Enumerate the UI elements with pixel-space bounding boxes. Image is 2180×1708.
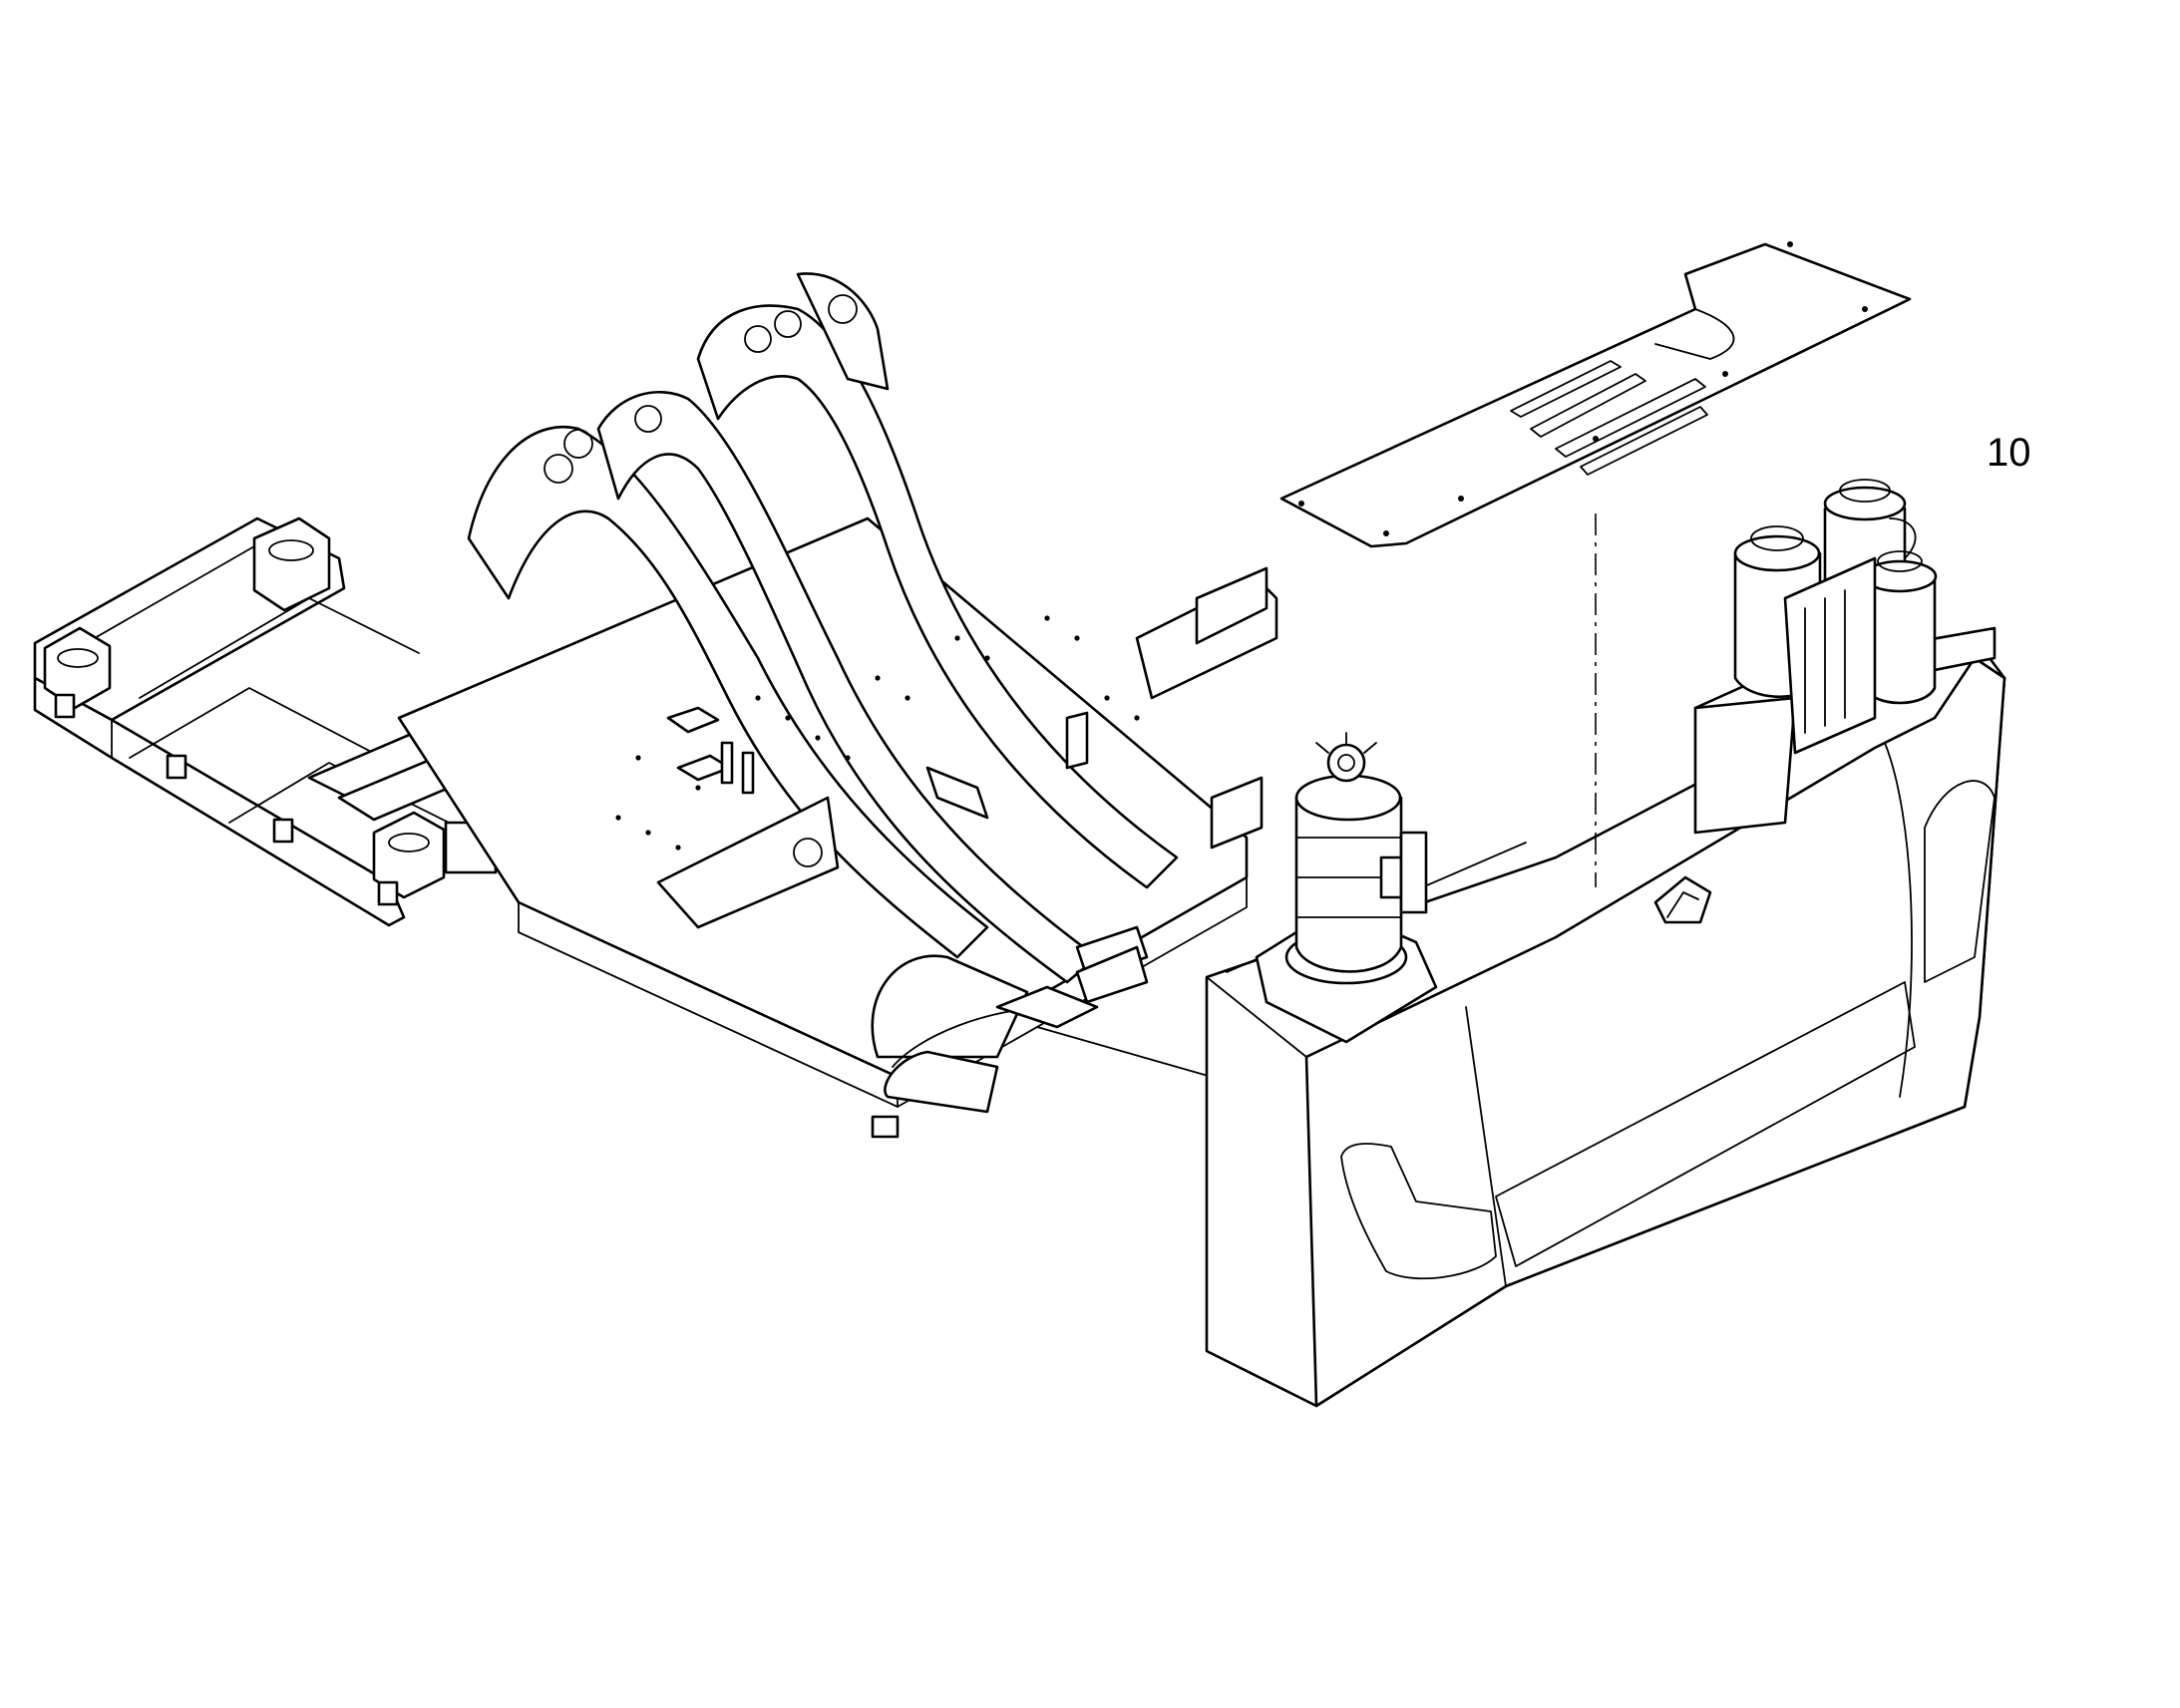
cover-plate <box>1279 241 1912 548</box>
accumulator-bank <box>1693 479 1997 835</box>
deck-rivets <box>615 615 1140 865</box>
boom-arm-left <box>467 425 989 959</box>
part-callout-label: 10 <box>1987 431 2031 475</box>
front-hitch <box>656 796 1248 1139</box>
boom-arm-right <box>696 272 1179 889</box>
accumulator-single <box>1255 732 1438 1044</box>
